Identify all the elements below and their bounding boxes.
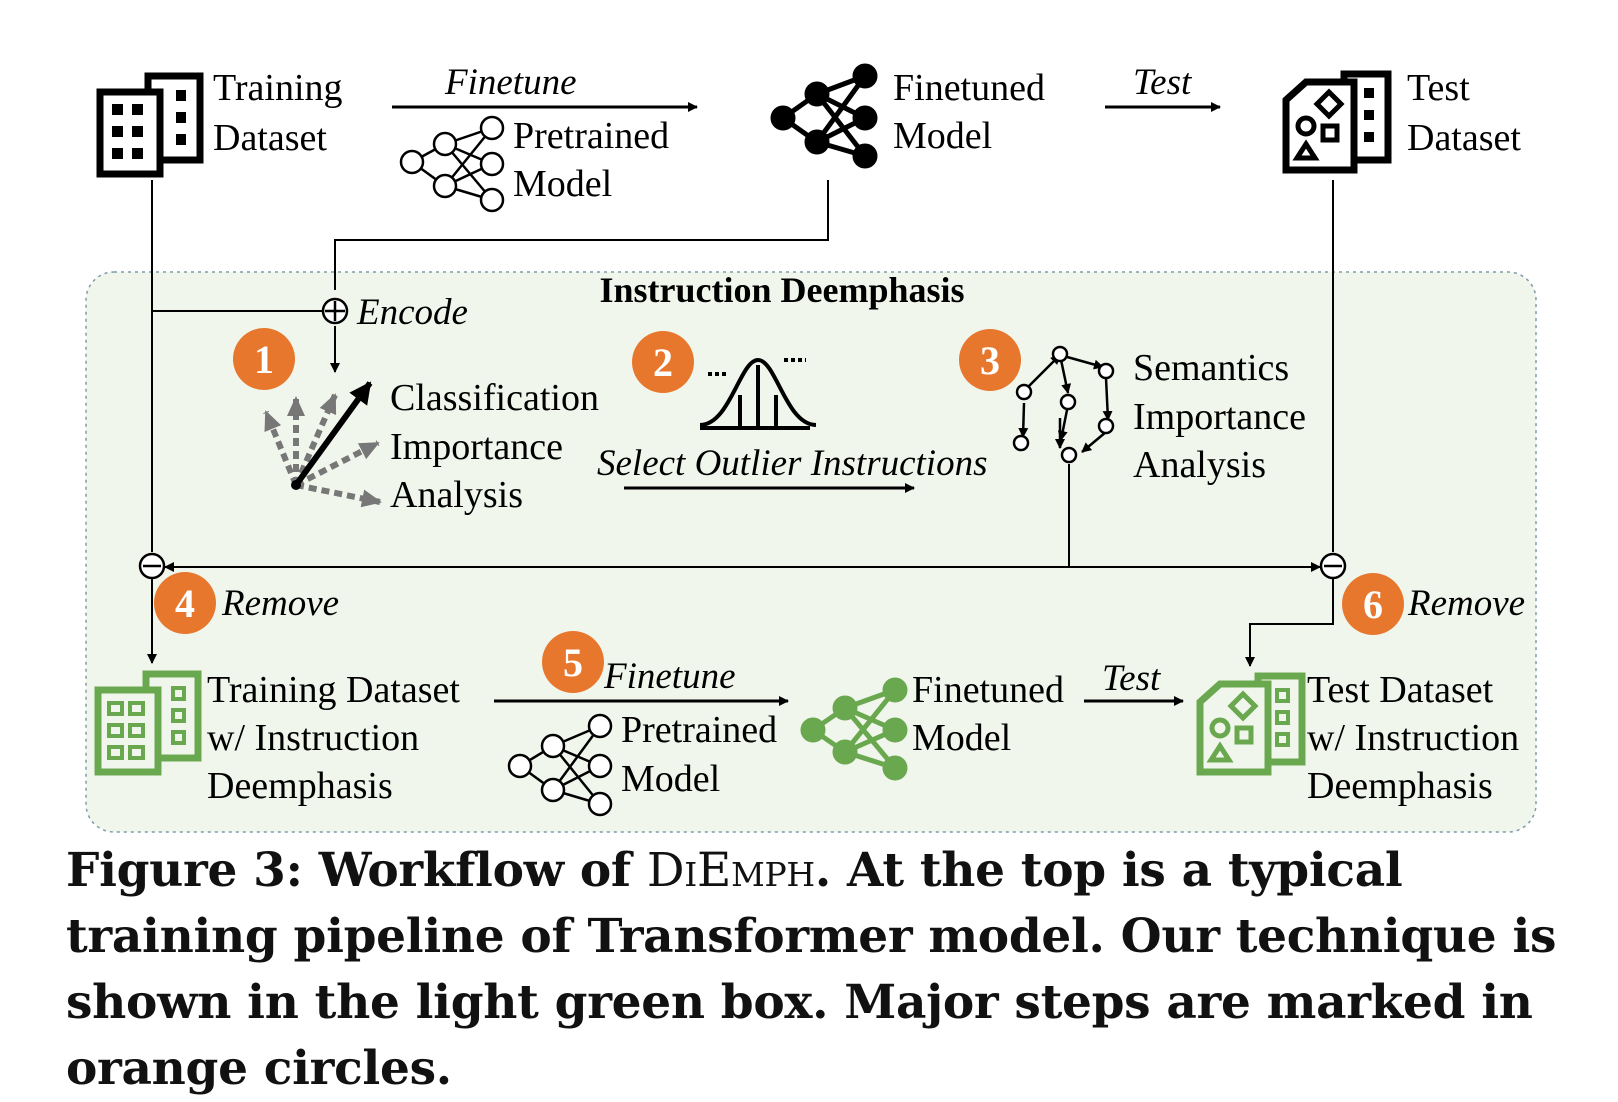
- test-edge-label: Test: [1133, 62, 1193, 103]
- svg-text:3: 3: [980, 338, 1000, 383]
- caption-system-name: DiEmph: [646, 843, 815, 898]
- neural-network-icon: [399, 115, 505, 213]
- step-6-badge: 6: [1342, 573, 1404, 635]
- green-finetuned-network-icon: [800, 677, 908, 781]
- right-remove-to-test-deemph-arrow: [1245, 578, 1334, 667]
- step-5-badge: 5: [542, 631, 604, 693]
- classification-label-2: Importance: [390, 426, 563, 468]
- classification-label-3: Analysis: [390, 474, 523, 516]
- minus-circle-icon: [1319, 552, 1347, 580]
- test-deemph-label-1: Test Dataset: [1307, 669, 1494, 711]
- remove-left-label: Remove: [221, 583, 339, 624]
- pretrained-bottom-label-2: Model: [621, 758, 720, 800]
- test-bottom-label: Test: [1102, 658, 1162, 699]
- panel-title: Instruction Deemphasis: [599, 270, 964, 310]
- step-3-badge: 3: [959, 329, 1021, 391]
- test-dataset-label-1: Test: [1407, 67, 1470, 109]
- finetune-bottom-label: Finetune: [603, 656, 736, 697]
- semantics-label-1: Semantics: [1133, 347, 1289, 389]
- neural-network-icon-bottom: [507, 713, 613, 817]
- plus-circle-icon: [321, 297, 349, 325]
- test-deemph-label-2: w/ Instruction: [1307, 717, 1519, 759]
- test-dataset-label-2: Dataset: [1407, 117, 1521, 159]
- gradient-vectors-icon: [263, 381, 382, 508]
- finetuned-model-label-1: Finetuned: [893, 67, 1045, 109]
- training-dataset-label-2: Dataset: [213, 117, 327, 159]
- training-deemph-label-2: w/ Instruction: [207, 717, 419, 759]
- caption-prefix: Figure 3: Workflow of: [66, 843, 647, 898]
- finetuned-model-label-2: Model: [893, 115, 992, 157]
- graph-nodes-icon: [1012, 345, 1115, 464]
- svg-text:2: 2: [653, 340, 673, 385]
- svg-text:1: 1: [254, 337, 274, 382]
- green-test-dataset-shapes-icon: [1196, 672, 1306, 776]
- svg-text:4: 4: [175, 581, 195, 626]
- training-deemph-label-1: Training Dataset: [207, 669, 460, 711]
- pretrained-model-label-2: Model: [513, 163, 612, 205]
- finetuned-network-icon: [770, 63, 878, 169]
- figure-caption: Figure 3: Workflow of DiEmph. At the top…: [66, 838, 1566, 1102]
- finetuned-bottom-label-2: Model: [912, 717, 1011, 759]
- encode-label: Encode: [356, 292, 468, 333]
- green-dataset-grid-icon: [94, 670, 202, 776]
- semantics-label-2: Importance: [1133, 396, 1306, 438]
- semantics-label-3: Analysis: [1133, 444, 1266, 486]
- instruction-deemphasis-panel: [85, 271, 1537, 833]
- svg-text:5: 5: [563, 640, 583, 685]
- training-deemph-label-3: Deemphasis: [207, 765, 393, 807]
- step-4-badge: 4: [154, 572, 216, 634]
- minus-circle-icon: [138, 552, 166, 580]
- select-outlier-label: Select Outlier Instructions: [597, 443, 988, 484]
- bell-curve-icon: [699, 357, 817, 430]
- remove-right-label: Remove: [1407, 583, 1525, 624]
- svg-text:6: 6: [1363, 582, 1383, 627]
- classification-label-1: Classification: [390, 377, 599, 419]
- dataset-grid-icon: [96, 72, 204, 178]
- training-dataset-label-1: Training: [213, 67, 343, 109]
- finetuned-bottom-label-1: Finetuned: [912, 669, 1064, 711]
- pretrained-model-label-1: Pretrained: [513, 115, 669, 157]
- test-dataset-shapes-icon: [1282, 70, 1392, 174]
- finetuned-to-encode-line: [334, 180, 829, 290]
- test-deemph-label-3: Deemphasis: [1307, 765, 1493, 807]
- finetune-edge-label: Finetune: [444, 62, 577, 103]
- step-1-badge: 1: [233, 328, 295, 390]
- step-2-badge: 2: [632, 331, 694, 393]
- pretrained-bottom-label-1: Pretrained: [621, 709, 777, 751]
